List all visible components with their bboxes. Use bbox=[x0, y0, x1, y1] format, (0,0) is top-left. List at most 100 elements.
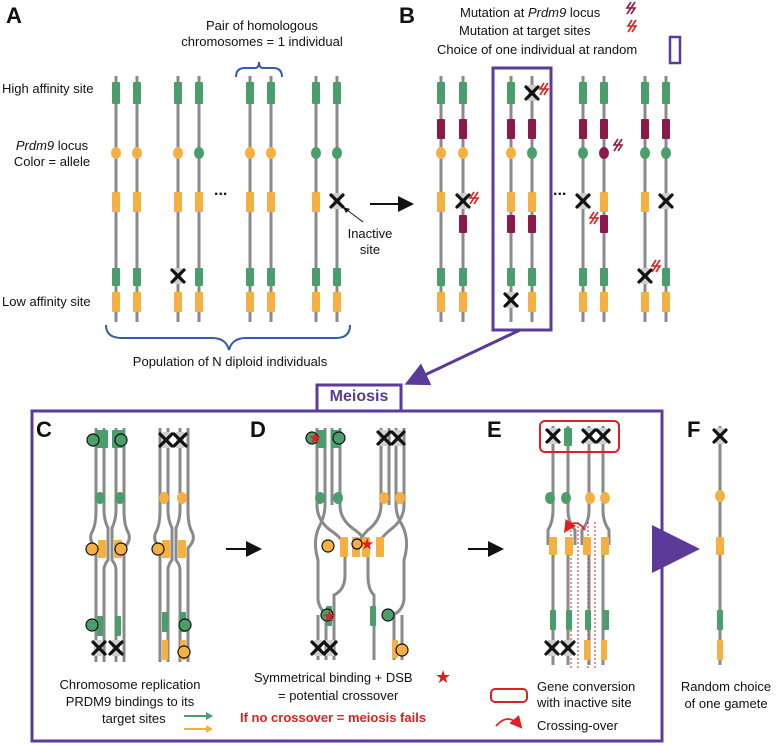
high-affinity-site bbox=[267, 82, 275, 104]
mid-affinity-site bbox=[98, 540, 106, 558]
panel-label-c: C bbox=[36, 417, 52, 442]
prdm9-allele bbox=[715, 490, 725, 502]
prdm9-allele bbox=[132, 147, 142, 159]
gene-conversion-box bbox=[539, 420, 620, 453]
high-affinity-site bbox=[246, 82, 254, 104]
panel-d-line1: Symmetrical binding + DSB bbox=[254, 670, 413, 685]
low-affinity-site bbox=[267, 268, 275, 286]
red-star-dsb-icon: ★ bbox=[322, 606, 336, 625]
lightning-stroke bbox=[588, 211, 596, 225]
low-affinity-label: Low affinity site bbox=[2, 294, 91, 309]
chromatid-curve bbox=[186, 509, 195, 570]
red-star-dsb-icon: ★ bbox=[435, 667, 451, 688]
high-affinity-site bbox=[437, 82, 445, 104]
low-affinity-site bbox=[662, 268, 670, 286]
low-affinity-site bbox=[507, 268, 515, 286]
inactive-site-x-icon bbox=[310, 640, 326, 656]
legend-mut-prdm9-pre: Mutation at bbox=[460, 5, 528, 20]
inactive-site-x-icon bbox=[376, 430, 392, 446]
lightning-mutation-icon bbox=[625, 1, 637, 15]
prdm9-allele bbox=[245, 147, 255, 159]
low-affinity-site bbox=[550, 610, 556, 630]
prdm9-allele bbox=[661, 147, 671, 159]
lightning-mutation-icon bbox=[538, 82, 550, 96]
inactive-site-x-icon bbox=[575, 193, 591, 209]
prdm9-mutant-site bbox=[437, 119, 445, 139]
mid-affinity-site bbox=[112, 192, 120, 212]
prdm9-binding bbox=[332, 431, 346, 445]
ellipsis-a: ... bbox=[214, 182, 228, 199]
low-affinity-site bbox=[112, 292, 120, 312]
low-affinity-site bbox=[585, 610, 591, 630]
prdm9-binding bbox=[85, 542, 99, 556]
lightning-stroke bbox=[542, 82, 550, 96]
population-label: Population of N diploid individuals bbox=[132, 354, 328, 369]
high-affinity-site bbox=[459, 82, 467, 104]
low-affinity-site bbox=[662, 292, 670, 312]
panel-c-line2: PRDM9 bindings to its bbox=[65, 694, 195, 709]
mid-affinity-site bbox=[507, 192, 515, 212]
legend-mutation-prdm9: Mutation at Prdm9 locus bbox=[460, 5, 600, 21]
low-affinity-site bbox=[115, 616, 121, 636]
panel-c-line1: Chromosome replication bbox=[59, 677, 201, 692]
panel-e-legend1-line1: Gene conversion bbox=[537, 679, 636, 694]
inactive-site-x-icon bbox=[329, 193, 345, 209]
meiosis-label-box bbox=[315, 383, 403, 413]
mid-affinity-site bbox=[178, 540, 186, 558]
high-affinity-site bbox=[312, 82, 320, 104]
prdm9-allele bbox=[599, 147, 609, 159]
prdm9-binding bbox=[321, 539, 335, 553]
lightning-stroke bbox=[538, 82, 546, 96]
chromatid-curve bbox=[546, 509, 555, 545]
low-affinity-site bbox=[97, 616, 103, 636]
panel-e-chromosomes bbox=[544, 426, 611, 668]
inactive-site-x-icon bbox=[560, 640, 576, 656]
prdm9-binding bbox=[395, 643, 409, 657]
prdm9-allele bbox=[600, 492, 610, 504]
low-affinity-site bbox=[584, 640, 590, 660]
color-allele-label: Color = allele bbox=[13, 154, 91, 169]
panel-d-line3: If no crossover = meiosis fails bbox=[240, 710, 427, 725]
low-affinity-site bbox=[246, 268, 254, 286]
low-affinity-site bbox=[162, 612, 168, 632]
legend-mut-prdm9-italic: Prdm9 bbox=[527, 5, 567, 20]
prdm9-binding bbox=[351, 538, 363, 550]
low-affinity-site bbox=[112, 268, 120, 286]
lightning-stroke bbox=[468, 191, 476, 205]
prdm9-binding bbox=[381, 608, 395, 622]
mid-affinity-site bbox=[437, 192, 445, 212]
prdm9-allele bbox=[159, 492, 169, 504]
prdm9-binding bbox=[114, 542, 128, 556]
legend-mut-prdm9-post: locus bbox=[566, 5, 601, 20]
chromatid-curve bbox=[391, 504, 409, 617]
high-affinity-site bbox=[507, 82, 515, 104]
high-affinity-label: High affinity site bbox=[2, 81, 94, 96]
chromatid-curve bbox=[110, 509, 118, 571]
panel-b-chromosomes bbox=[436, 1, 674, 322]
low-affinity-site bbox=[717, 610, 723, 630]
inactive-site-x-icon bbox=[108, 640, 124, 656]
inactive-site-x-icon bbox=[637, 268, 653, 284]
inactive-site-x-icon bbox=[91, 640, 107, 656]
chromatid-curve bbox=[366, 548, 376, 660]
low-affinity-site bbox=[641, 292, 649, 312]
chromatid-curve bbox=[102, 509, 110, 571]
selection-to-meiosis-arrow bbox=[404, 328, 521, 386]
prdm9-rest: locus bbox=[54, 138, 89, 153]
inactive-site-x-icon bbox=[524, 85, 540, 101]
inactive-site-x-icon bbox=[322, 640, 338, 656]
lightning-stroke bbox=[654, 259, 662, 273]
chromatid-curve bbox=[166, 509, 174, 571]
prdm9-allele bbox=[561, 492, 571, 504]
mid-affinity-site bbox=[312, 192, 320, 212]
lightning-mutation-icon bbox=[468, 191, 480, 205]
chromatid-curve bbox=[580, 509, 591, 545]
prdm9-binding bbox=[151, 542, 165, 556]
mid-affinity-site bbox=[340, 537, 348, 557]
panel-c-arrows bbox=[184, 712, 213, 733]
prdm9-allele bbox=[436, 147, 446, 159]
mid-affinity-site bbox=[716, 537, 724, 555]
lightning-stroke bbox=[629, 1, 637, 15]
inactive-site-x-icon bbox=[595, 428, 611, 444]
prdm9-mutant-site bbox=[459, 215, 467, 233]
